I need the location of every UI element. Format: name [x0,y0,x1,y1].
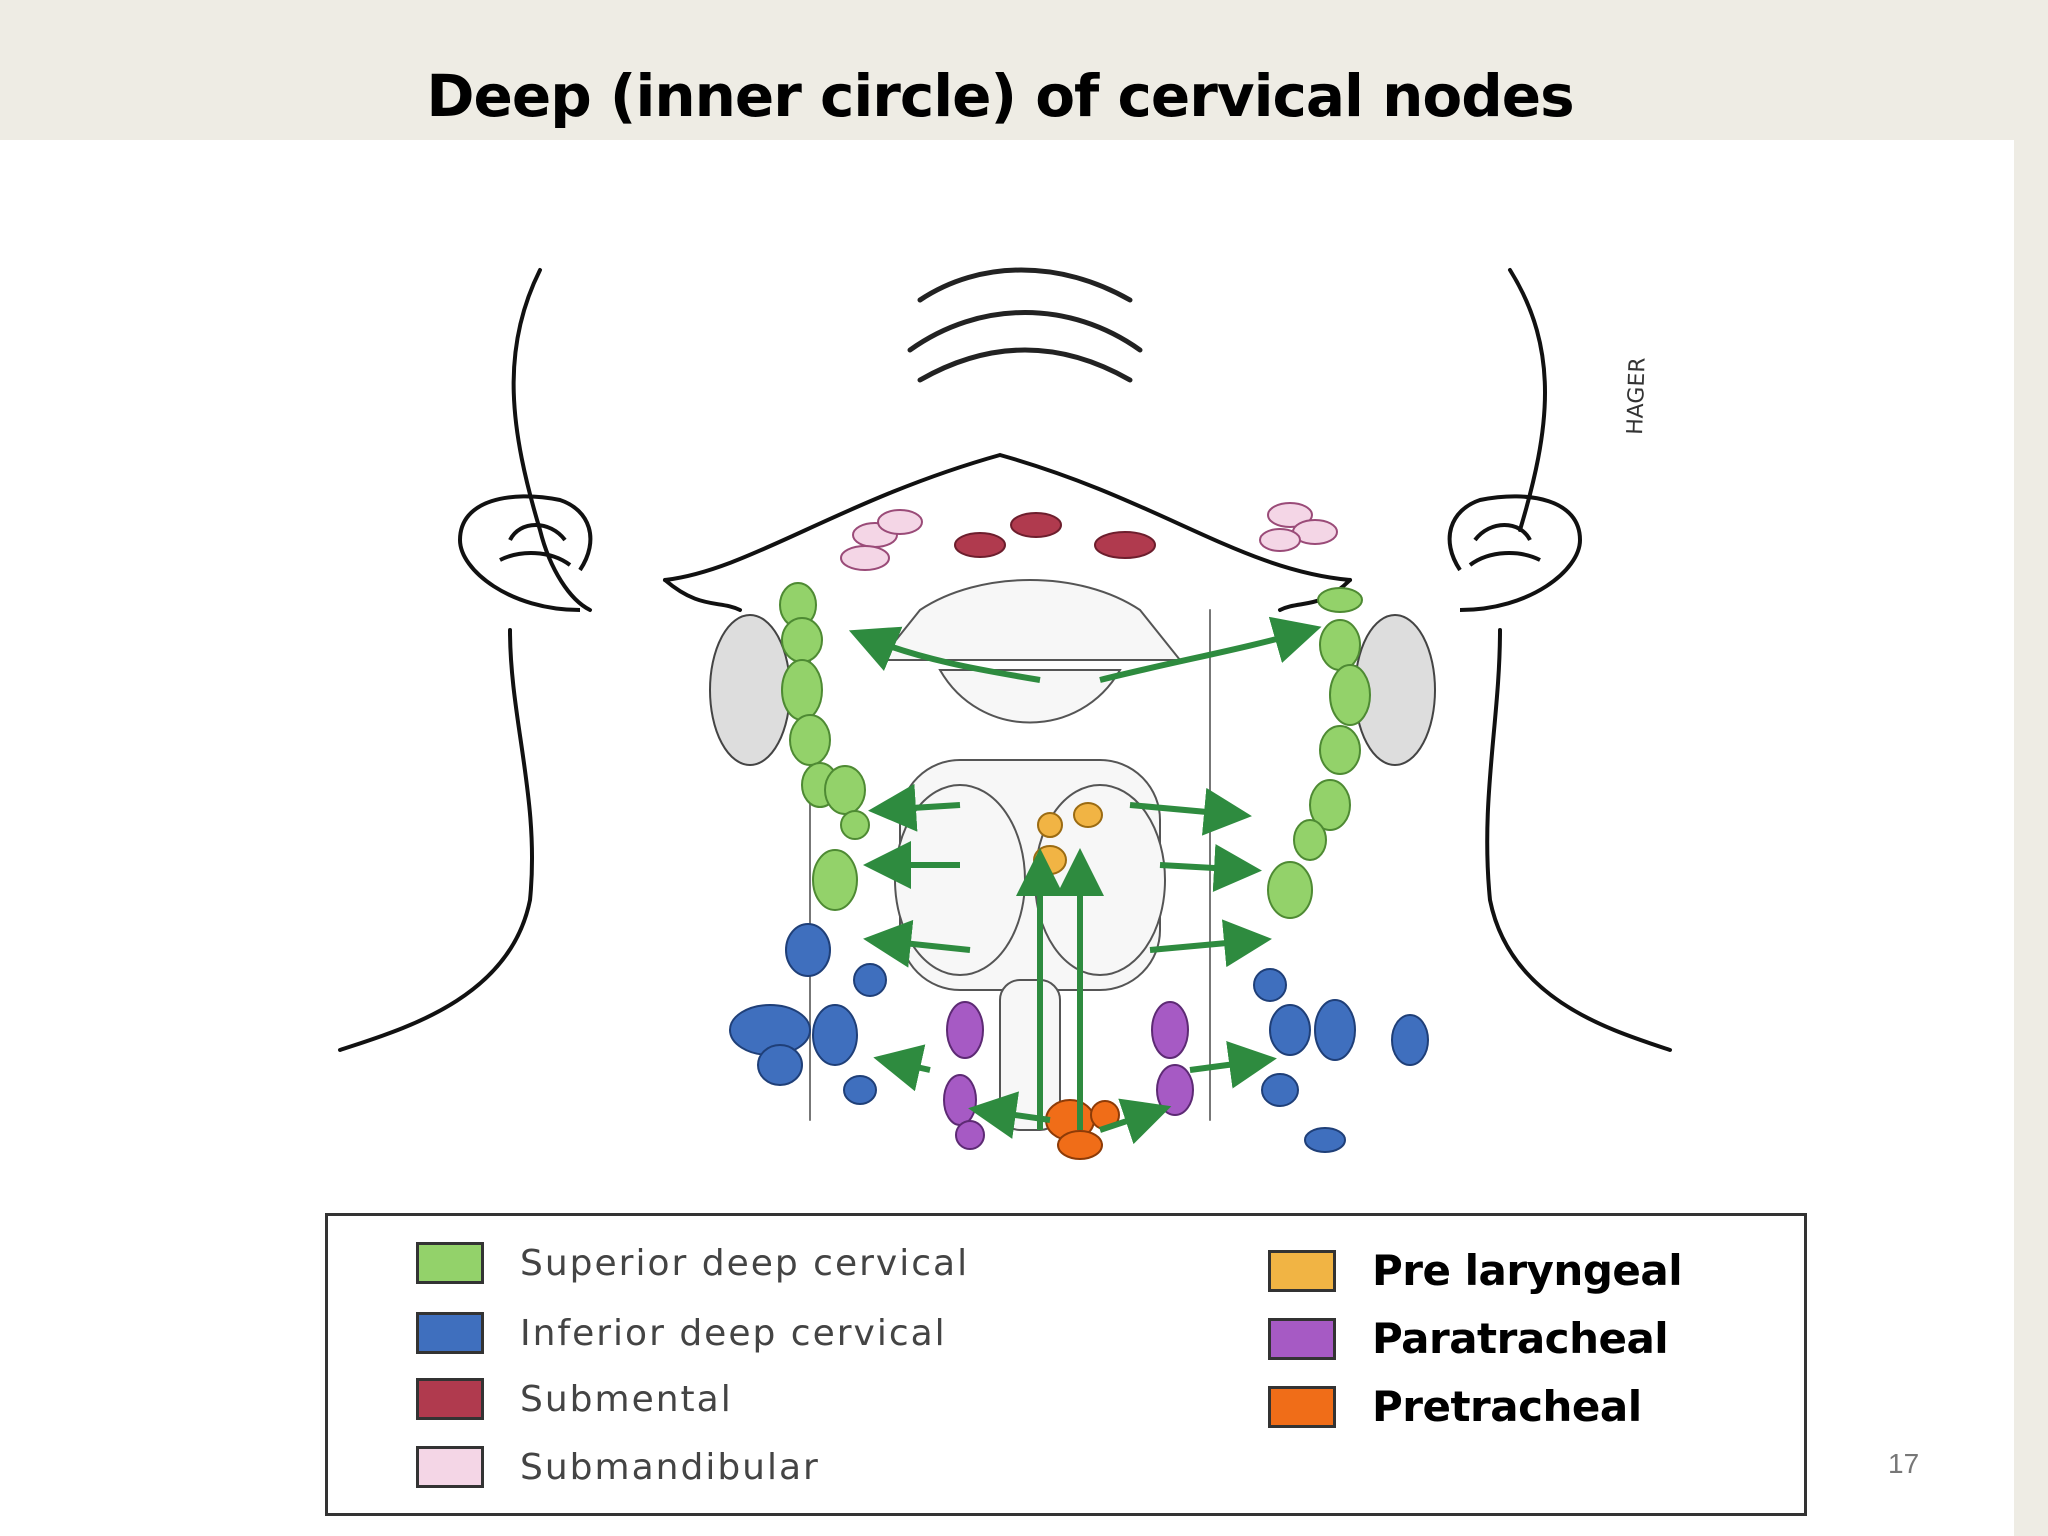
legend-swatch [1268,1385,1336,1428]
legend-box: Superior deep cervical Inferior deep cer… [325,1213,1807,1516]
legend-item-pre-laryngeal: Pre laryngeal [1268,1246,1683,1295]
legend-item-inferior-deep-cervical: Inferior deep cervical [416,1312,947,1354]
legend-label: Inferior deep cervical [520,1312,947,1354]
artist-signature: HAGER [1623,357,1651,435]
legend-item-paratracheal: Paratracheal [1268,1314,1669,1363]
legend-swatch [1268,1249,1336,1292]
larynx-structures [877,579,1183,1131]
superior-deep-cervical-nodes [779,582,1371,919]
submandibular-nodes [840,502,1338,571]
legend-swatch [416,1242,484,1284]
legend-swatch [416,1312,484,1354]
legend-swatch [416,1378,484,1420]
drainage-arrows [848,616,1322,1145]
legend-item-superior-deep-cervical: Superior deep cervical [416,1242,969,1284]
face-lines [907,267,1143,383]
legend-label: Pretracheal [1372,1382,1642,1431]
right-ear [1447,494,1583,612]
legend-label: Submental [520,1378,733,1420]
legend-swatch [1268,1317,1336,1360]
legend-item-submental: Submental [416,1378,733,1420]
legend-label: Pre laryngeal [1372,1246,1683,1295]
neck-lymph-node-diagram: HAGER [338,267,1672,1160]
title-band [0,0,2048,140]
submental-nodes [954,512,1156,559]
slide-title: Deep (inner circle) of cervical nodes [426,62,1574,130]
legend-label: Superior deep cervical [520,1242,970,1284]
legend-label: Paratracheal [1372,1314,1669,1363]
left-ear [457,494,593,612]
legend-swatch [416,1446,484,1488]
legend-item-pretracheal: Pretracheal [1268,1382,1642,1431]
legend-label: Submandibular [520,1446,820,1488]
page-number: 17 [1888,1448,1920,1479]
legend-item-submandibular: Submandibular [416,1446,820,1488]
submandibular-glands [709,614,1436,766]
slide-edge-band [2014,0,2048,1536]
